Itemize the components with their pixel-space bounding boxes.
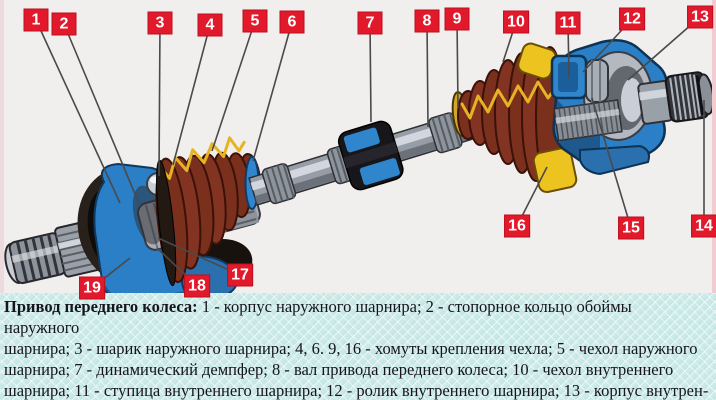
leader-line-5 bbox=[211, 20, 256, 152]
leader-line-7 bbox=[369, 22, 372, 123]
leader-line-17 bbox=[157, 237, 241, 276]
leader-line-11 bbox=[567, 22, 570, 78]
dynamic-damper bbox=[337, 120, 404, 191]
leader-line-2 bbox=[63, 23, 141, 207]
inner-joint-output-shaft bbox=[637, 71, 715, 125]
leader-line-9 bbox=[456, 18, 459, 109]
leader-line-19 bbox=[91, 257, 131, 289]
snap-ring-groove bbox=[695, 75, 705, 116]
leader-line-15 bbox=[591, 97, 632, 229]
drive-shaft-segment bbox=[248, 108, 484, 206]
right-edge-strip bbox=[712, 0, 716, 293]
caption: Привод переднего колеса: 1 - корпус нару… bbox=[0, 293, 716, 400]
leader-line-10 bbox=[502, 21, 517, 63]
leader-line-3 bbox=[158, 22, 161, 177]
leader-line-8 bbox=[426, 20, 429, 128]
leader-line-12 bbox=[582, 18, 633, 73]
inner-joint-body bbox=[550, 39, 669, 176]
caption-title: Привод переднего колеса: bbox=[4, 297, 198, 316]
leader-line-6 bbox=[252, 21, 293, 162]
leader-line-16 bbox=[516, 166, 548, 227]
outer-boot bbox=[155, 136, 262, 287]
left-edge-strip bbox=[0, 0, 4, 293]
inner-boot-clamp-joint-side bbox=[532, 146, 578, 194]
caption-body: 1 - корпус наружного шарнира; 2 - стопор… bbox=[4, 297, 709, 400]
leader-line-1 bbox=[35, 19, 121, 204]
leader-line-4 bbox=[172, 24, 211, 166]
leader-line-13 bbox=[627, 16, 701, 81]
